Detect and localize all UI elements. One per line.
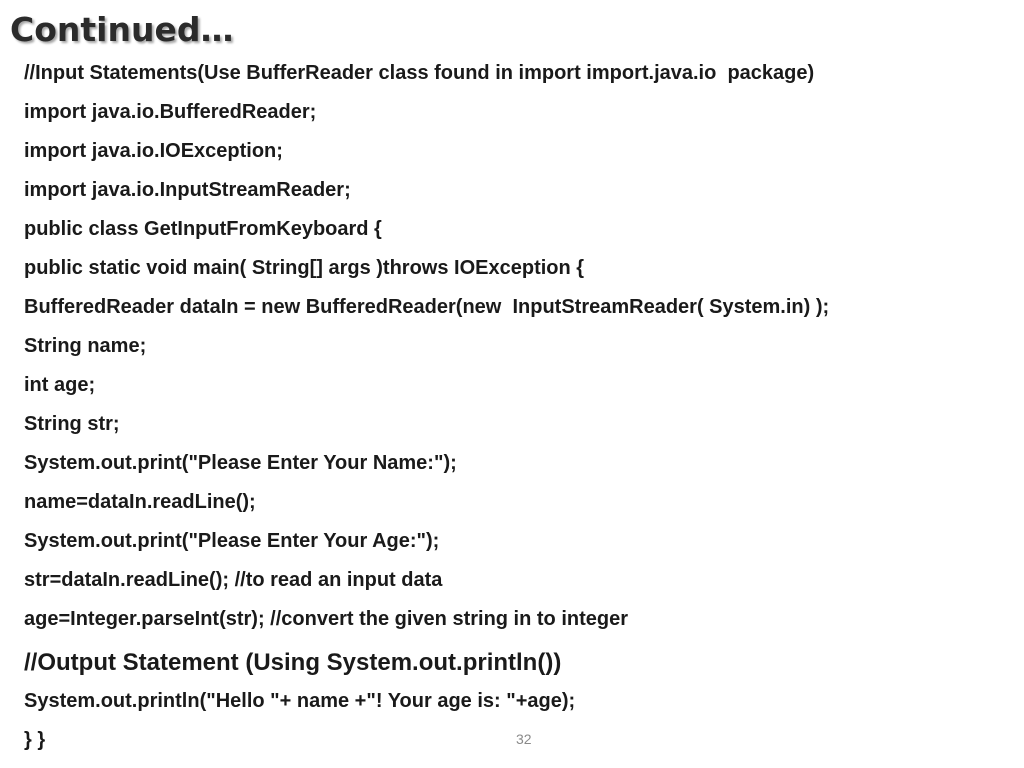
code-line: public class GetInputFromKeyboard { (24, 218, 382, 240)
code-line: name=dataIn.readLine(); (24, 491, 256, 513)
slide-title: Continued… (10, 10, 234, 49)
code-line: age=Integer.parseInt(str); //convert the… (24, 608, 629, 630)
code-line: System.out.print("Please Enter Your Name… (24, 452, 457, 474)
code-line: import java.io.BufferedReader; (24, 101, 317, 123)
code-listing: //Input Statements(Use BufferReader clas… (24, 56, 1004, 762)
code-line: } } (24, 729, 46, 751)
code-line: int age; (24, 374, 96, 396)
code-line: System.out.print("Please Enter Your Age:… (24, 530, 440, 552)
code-line: str=dataIn.readLine(); //to read an inpu… (24, 569, 443, 591)
page-number: 32 (516, 731, 532, 747)
code-line: String str; (24, 413, 120, 435)
code-line: public static void main( String[] args )… (24, 257, 585, 279)
code-line: import java.io.IOException; (24, 140, 283, 162)
code-section-heading: //Output Statement (Using System.out.pri… (24, 649, 562, 676)
code-line: String name; (24, 335, 147, 357)
code-line: BufferedReader dataIn = new BufferedRead… (24, 296, 830, 318)
code-line: import java.io.InputStreamReader; (24, 179, 351, 201)
code-line: System.out.println("Hello "+ name +"! Yo… (24, 690, 576, 712)
code-line: //Input Statements(Use BufferReader clas… (24, 62, 815, 84)
